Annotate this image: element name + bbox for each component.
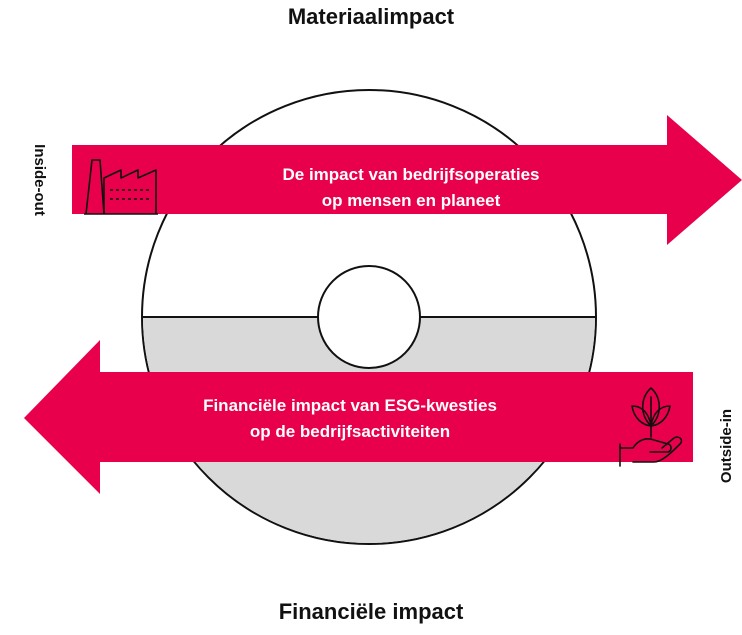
factory-icon	[84, 159, 158, 215]
bottom-arrow-line1: Financiële impact van ESG-kwesties	[203, 396, 497, 415]
right-side-label: Outside-in	[718, 409, 735, 483]
plant-in-hand-icon	[619, 387, 683, 467]
left-side-label: Inside-out	[31, 144, 48, 216]
top-arrow-line2: op mensen en planeet	[322, 191, 501, 210]
inner-circle	[317, 265, 421, 369]
bottom-arrow-line2: op de bedrijfsactiviteiten	[250, 422, 450, 441]
top-title: Materiaalimpact	[287, 4, 455, 29]
bottom-title: Financiële impact	[278, 599, 464, 624]
top-arrow-line1: De impact van bedrijfsoperaties	[283, 165, 540, 184]
top-arrow	[72, 115, 742, 245]
bottom-arrow	[24, 340, 693, 494]
